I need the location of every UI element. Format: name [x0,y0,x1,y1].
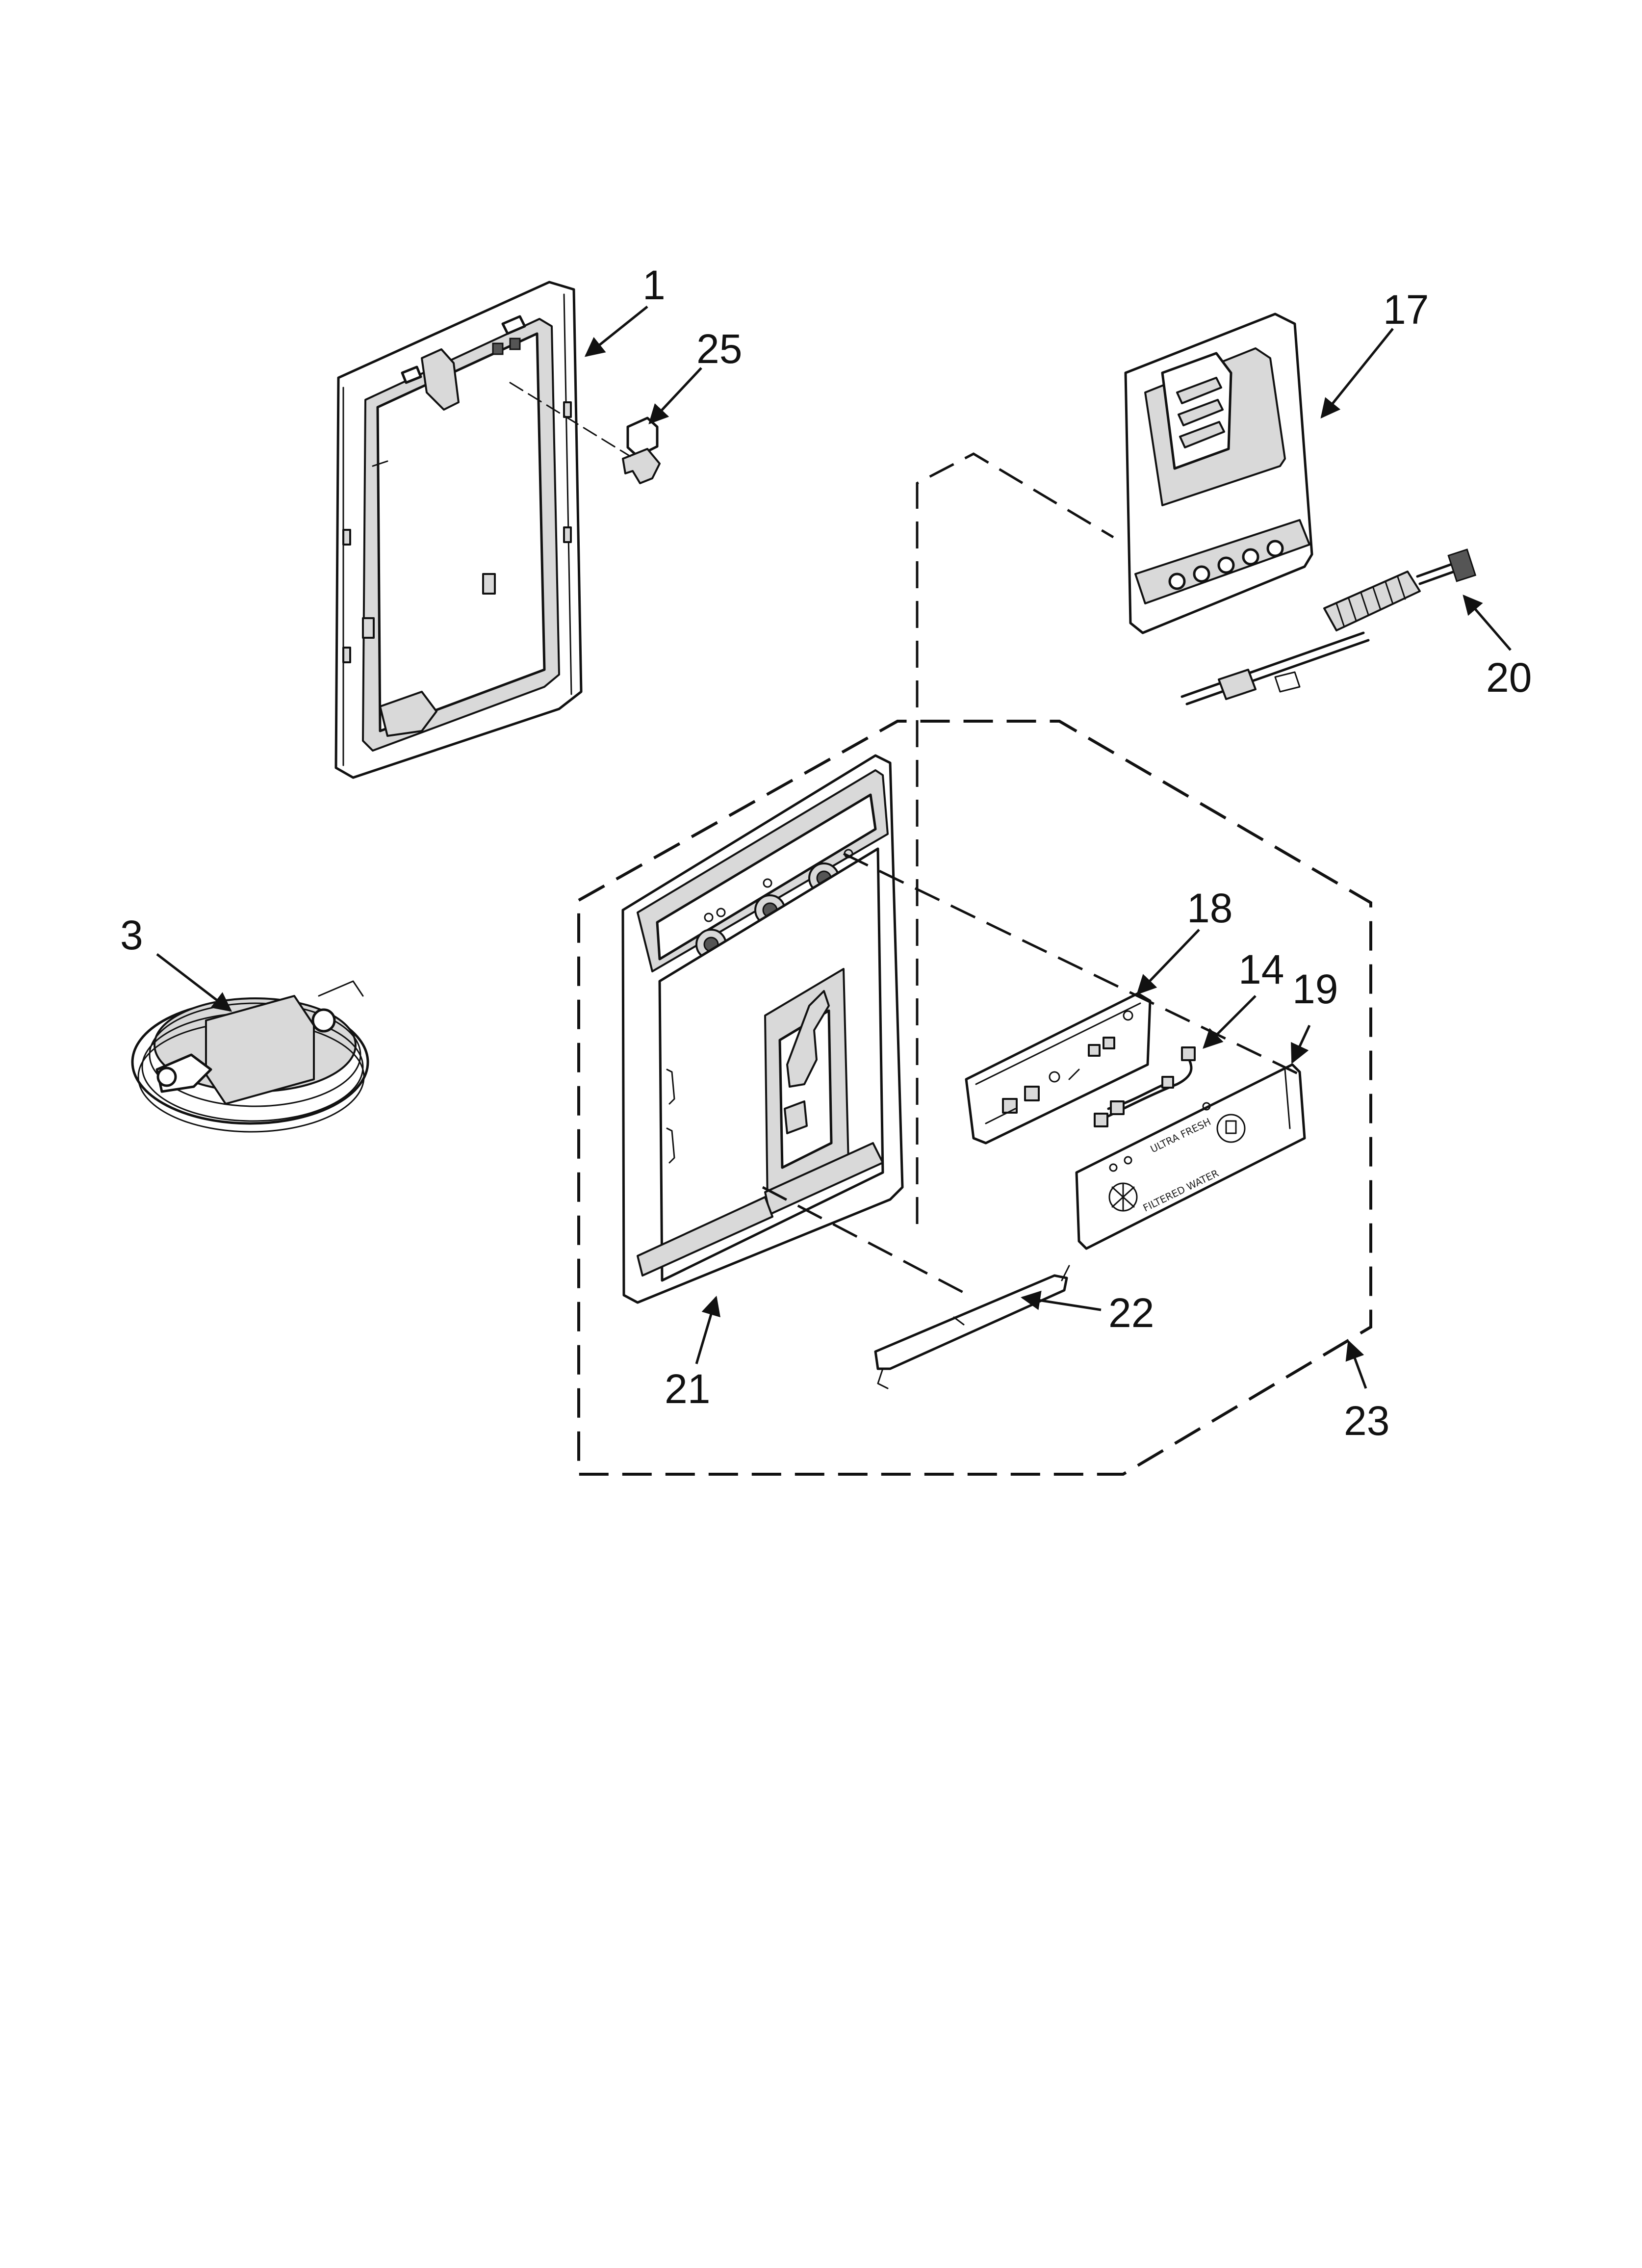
label-part-14: 14 [1238,946,1284,992]
label-part-25: 25 [696,326,742,372]
switch-harness-part [1094,1046,1196,1127]
housing-frame-part [334,281,583,779]
front-panel-part [621,754,904,1304]
label-part-3: 3 [120,912,143,958]
dispenser-cover-part [1124,313,1313,634]
label-part-17: 17 [1383,287,1429,333]
clip-part [509,382,661,484]
lever-part [874,1265,1070,1389]
alignment-line-cover [916,452,1114,1224]
label-part-19: 19 [1292,966,1338,1012]
label-part-21: 21 [665,1366,710,1412]
leader-lines [156,306,1512,1389]
label-part-1: 1 [642,262,666,308]
label-part-23: 23 [1344,1398,1389,1444]
assembly-boundary [577,720,1372,1476]
motor-part [131,980,369,1133]
overlay-panel-part: ULTRA FRESH FILTERED WATER [1075,1063,1306,1250]
alignment-line-board [843,852,1306,1078]
control-board-part [965,992,1152,1145]
label-part-22: 22 [1108,1290,1154,1336]
label-part-20: 20 [1486,654,1532,701]
label-part-18: 18 [1187,885,1232,931]
heater-harness-part [1180,548,1477,705]
